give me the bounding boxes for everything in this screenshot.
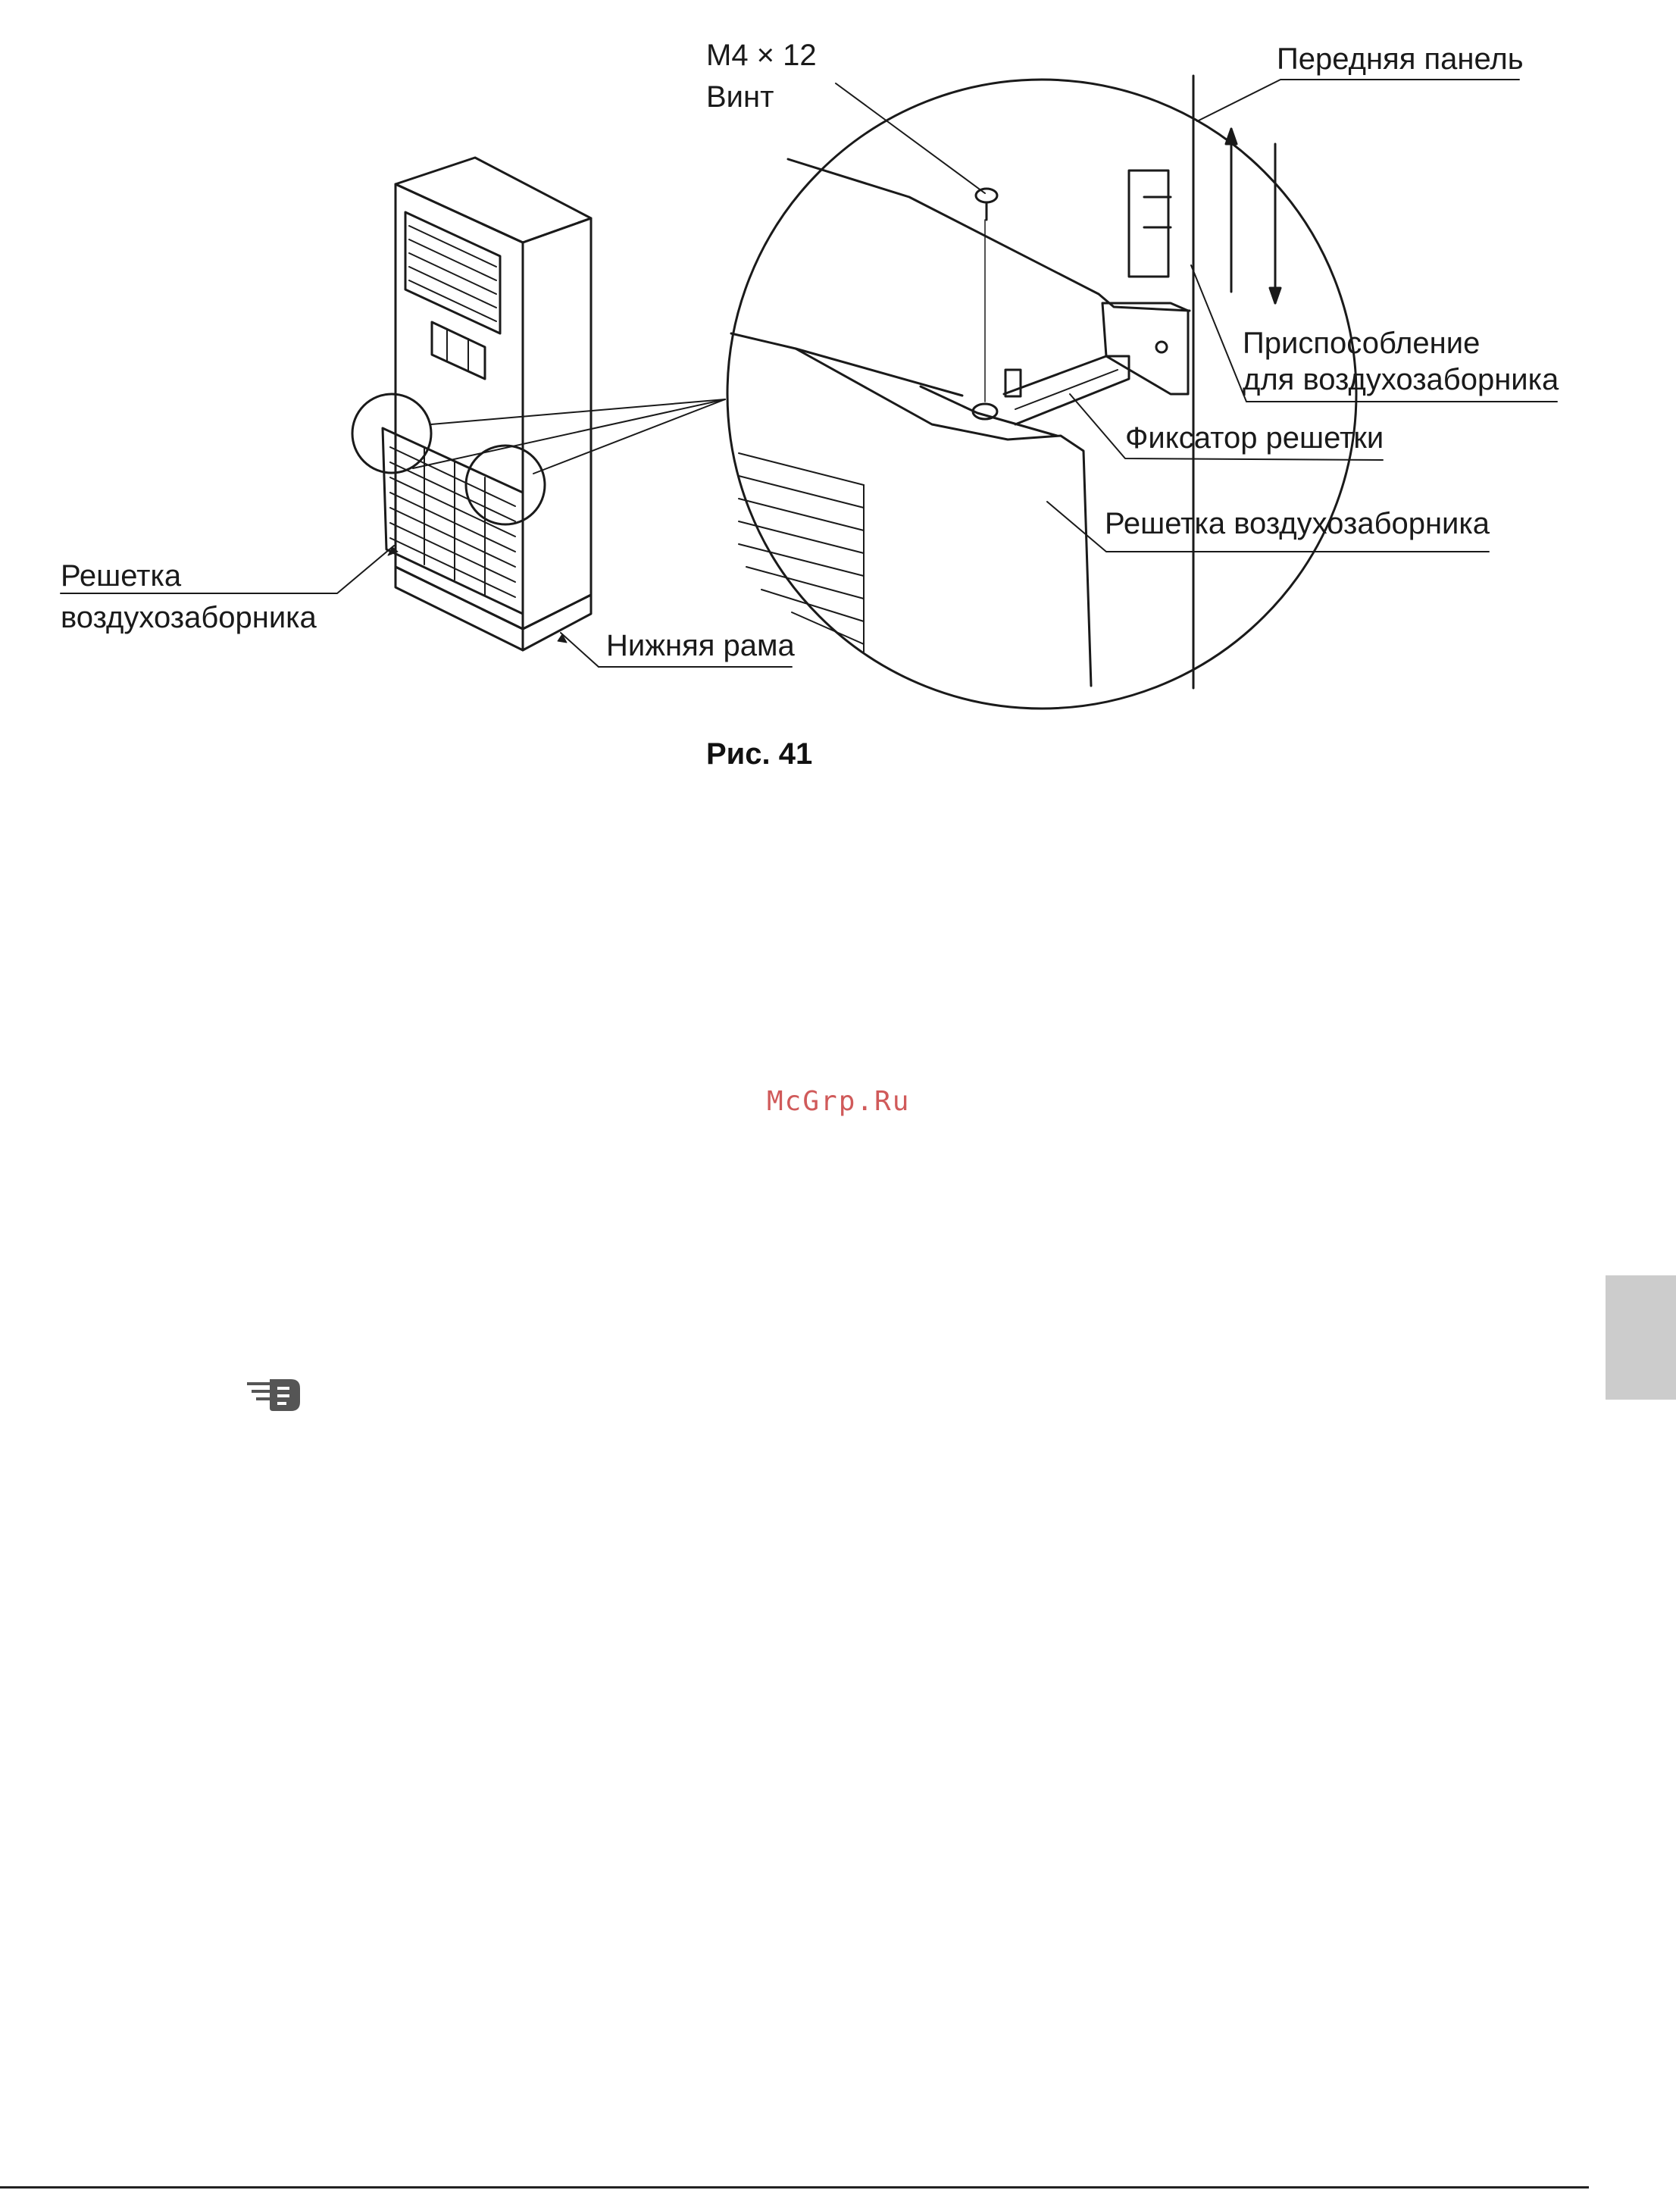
intake-grille-label-line1: Решетка [61,557,181,595]
screw-size-label: M4 × 12 [706,36,817,74]
intake-grille-label-line2: воздухозаборника [61,599,317,637]
intake-fixture-label-line1: Приспособление [1243,324,1480,362]
front-panel-label: Передняя панель [1277,40,1524,78]
pointing-hand-icon [247,1378,302,1413]
intake-grille-detail-label: Решетка воздухозаборника [1105,505,1490,543]
section-tab [1606,1275,1676,1400]
footer-rule [0,2186,1589,2189]
screw-name-label: Винт [706,78,774,116]
grille-latch-label: Фиксатор решетки [1125,419,1384,457]
watermark: McGrp.Ru [767,1086,910,1117]
intake-fixture-label-line2: для воздухозаборника [1243,361,1559,399]
installation-figure [0,0,1676,803]
indoor-unit-drawing [352,158,725,650]
bottom-frame-label: Нижняя рама [606,627,795,665]
figure-caption: Рис. 41 [706,737,812,771]
